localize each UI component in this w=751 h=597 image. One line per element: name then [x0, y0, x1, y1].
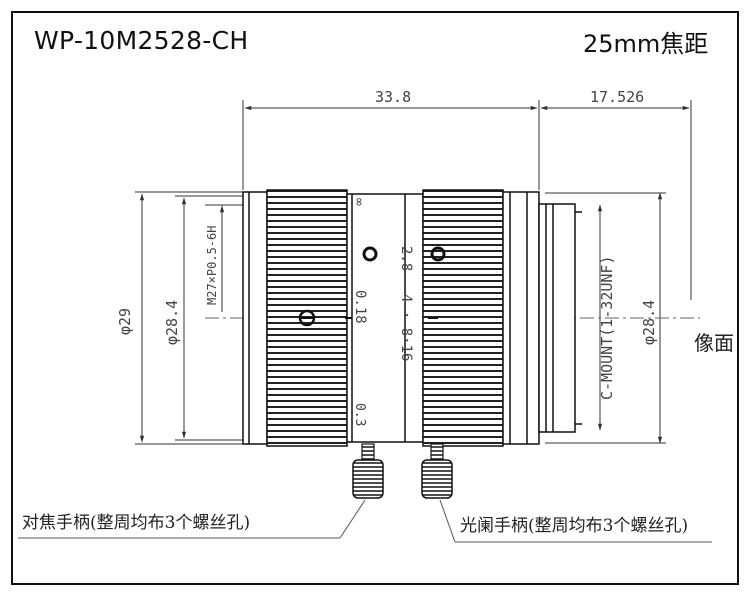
c-mount	[538, 203, 582, 433]
iris-open-label: 2.8	[398, 246, 414, 271]
image-plane-label: 像面	[694, 331, 734, 355]
iris-scale: 2.8 4 · 8·16	[398, 246, 446, 361]
model-title: WP-10M2528-CH	[34, 26, 249, 55]
focal-length-title: 25mm焦距	[583, 30, 709, 58]
leader-lines	[18, 499, 712, 543]
iris-values-label: 4 · 8·16	[398, 294, 414, 361]
focus-near-label: 0.3	[352, 403, 367, 426]
drawing-frame	[11, 11, 739, 585]
flange-length-label: 17.526	[590, 88, 644, 106]
barrel-diameter-label: φ28.4	[163, 300, 181, 345]
body-length-label: 33.8	[375, 88, 411, 106]
focus-scale: ∞ 0.18 0.3	[298, 198, 378, 426]
mount-diameter-label: φ28.4	[640, 300, 658, 345]
mount-type-label: C-MOUNT(1-32UNF)	[598, 256, 616, 401]
iris-handle-label: 光阑手柄(整周均布3个螺丝孔)	[460, 516, 688, 536]
focus-mid-label: 0.18	[352, 290, 368, 324]
focus-far-label: ∞	[351, 198, 366, 206]
circle-icon	[430, 246, 446, 262]
mountain-icon	[362, 246, 378, 262]
focus-handle[interactable]	[352, 443, 384, 499]
lens-body	[242, 189, 540, 447]
filter-thread-label: M27×P0.5-6H	[205, 226, 219, 305]
length-dimension	[242, 100, 692, 300]
focus-handle-label: 对焦手柄(整周均布3个螺丝孔)	[22, 513, 250, 533]
iris-handle[interactable]	[421, 443, 453, 499]
outer-diameter-label: φ29	[116, 308, 134, 335]
